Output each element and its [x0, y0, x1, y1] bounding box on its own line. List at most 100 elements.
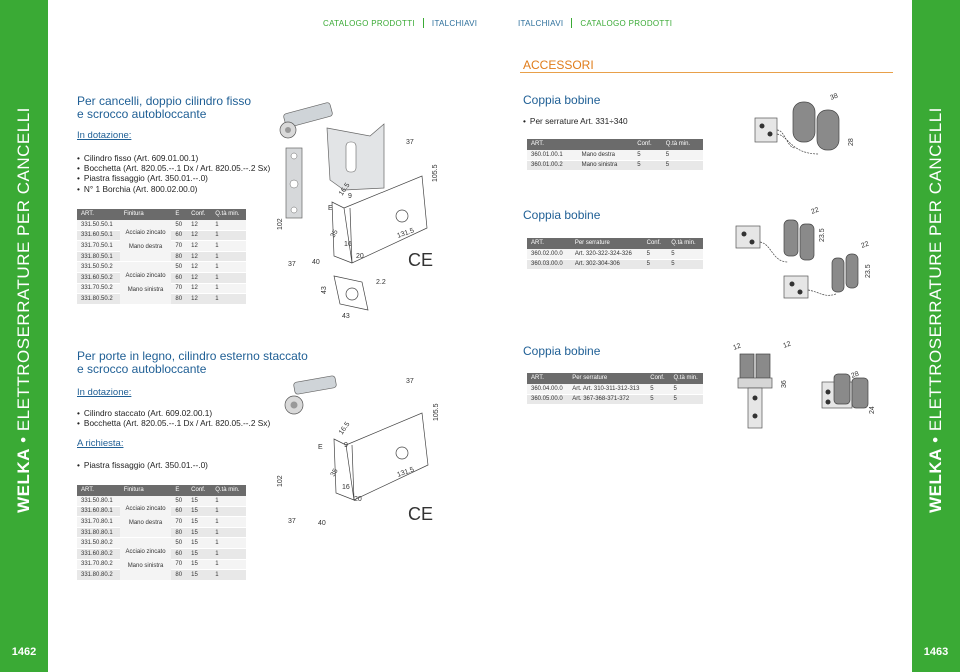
table-cell: 331.80.80.2 — [77, 569, 120, 581]
section2-included-label: In dotazione: — [77, 387, 132, 398]
table-cell: 15 — [187, 537, 212, 549]
dimension-label: 37 — [406, 139, 414, 146]
dimension-label: 28 — [848, 138, 855, 146]
dimension-label: 37 — [288, 518, 296, 525]
finish-label: Acciaio zincato — [125, 549, 166, 556]
brand-name: WELKA — [926, 448, 946, 513]
table-cell: 360.01.00.2 — [527, 160, 578, 172]
table-cell: 12 — [187, 293, 212, 305]
col-art: ART. — [77, 209, 120, 220]
nav-brand-link[interactable]: ITALCHIAVI — [518, 19, 564, 28]
table-cell: 331.50.80.2 — [77, 537, 120, 549]
table-cell: 80 — [171, 293, 188, 305]
bobine3-table: ART. Per serrature Conf. Q.tà min. 360.0… — [527, 373, 703, 406]
dimension-label: E — [318, 444, 323, 451]
table-cell: 1 — [211, 516, 246, 528]
right-page-number: 1463 — [923, 646, 949, 658]
col-art: ART. — [527, 238, 571, 249]
table-cell: 331.50.50.1 — [77, 219, 120, 231]
table-cell: 1 — [211, 230, 246, 242]
nav-brand-link[interactable]: ITALCHIAVI — [431, 19, 478, 28]
nav-separator — [422, 18, 424, 28]
section1-ce-mark: CE — [408, 250, 433, 270]
nav-catalog-link[interactable]: CATALOGO PRODOTTI — [580, 19, 673, 28]
col-qty: Q.tà min. — [669, 373, 703, 384]
table-cell: 80 — [171, 251, 188, 263]
dimension-label: 9 — [344, 442, 348, 449]
table-cell: 12 — [187, 219, 212, 231]
table-cell: 331.50.80.1 — [77, 495, 120, 507]
col-finish: Finitura — [119, 209, 172, 220]
table-cell: 12 — [187, 283, 212, 295]
table-cell: 70 — [171, 283, 188, 295]
section2-title: Per porte in legno, cilindro esterno sta… — [77, 349, 308, 376]
table-cell: 60 — [171, 230, 188, 242]
col-conf: Conf. — [187, 485, 212, 496]
dimension-label: 9 — [348, 193, 352, 200]
side-title-text: • ELETTROSERRATURE PER CANCELLI — [14, 107, 34, 449]
table-cell: 1 — [211, 559, 246, 571]
table-cell: 60 — [171, 506, 188, 518]
right-sidebar: WELKA • ELETTROSERRATURE PER CANCELLI 14… — [912, 0, 960, 672]
list-item: Cilindro fisso (Art. 609.01.00.1) — [77, 153, 270, 163]
ce-mark-text: CE — [408, 504, 433, 524]
table-cell: 1 — [211, 283, 246, 295]
dimension-label: 12 — [782, 341, 792, 350]
dimension-label: 37 — [406, 378, 414, 385]
table-cell: 1 — [211, 537, 246, 549]
nav-separator — [571, 18, 573, 28]
table-cell: 331.70.80.1 — [77, 516, 120, 528]
table-cell: 1 — [211, 251, 246, 263]
finish-label: Acciaio zincato — [125, 273, 166, 280]
table-cell: 331.70.50.2 — [77, 283, 120, 295]
col-conf: Conf. — [642, 238, 668, 249]
table-cell: 1 — [211, 548, 246, 560]
table-cell: 50 — [171, 537, 188, 549]
dimension-label: 36 — [781, 380, 788, 388]
col-conf: Conf. — [646, 373, 670, 384]
table-cell: 5 — [642, 259, 668, 271]
table-cell: 15 — [187, 495, 212, 507]
table-cell: 70 — [171, 559, 188, 571]
dimension-label: 23.5 — [819, 228, 826, 242]
dimension-label: 131.5 — [396, 466, 415, 479]
table-cell: 50 — [171, 219, 188, 231]
bobine1-image: 38 28 — [754, 93, 855, 155]
section1-included-list: Cilindro fisso (Art. 609.01.00.1) Bocche… — [77, 153, 270, 194]
table-cell: 1 — [211, 569, 246, 581]
escutcheon-drawing — [333, 275, 369, 311]
table-cell: 331.80.50.1 — [77, 251, 120, 263]
dimension-label: 20 — [356, 253, 364, 260]
brand-name: WELKA — [14, 448, 34, 513]
col-e: E — [171, 209, 188, 220]
col-qty: Q.tà min. — [211, 485, 246, 496]
table-cell: 12 — [187, 251, 212, 263]
nav-catalog-link[interactable]: CATALOGO PRODOTTI — [323, 19, 415, 28]
table-cell: 360.03.00.0 — [527, 259, 571, 271]
table-cell: 15 — [187, 548, 212, 560]
col-e: E — [171, 485, 188, 496]
dimension-label: 28 — [850, 371, 860, 380]
table-cell: Art. 367-368-371-372 — [568, 394, 647, 406]
table-cell: 5 — [669, 394, 703, 406]
dimension-label: 43 — [342, 313, 350, 320]
table-cell: Mano destra — [577, 149, 634, 161]
table-cell: 331.60.80.2 — [77, 548, 120, 560]
dimension-label: 105.5 — [432, 164, 439, 182]
bobine1-title: Coppia bobine — [523, 93, 601, 107]
section2-request-label: A richiesta: — [77, 438, 124, 449]
